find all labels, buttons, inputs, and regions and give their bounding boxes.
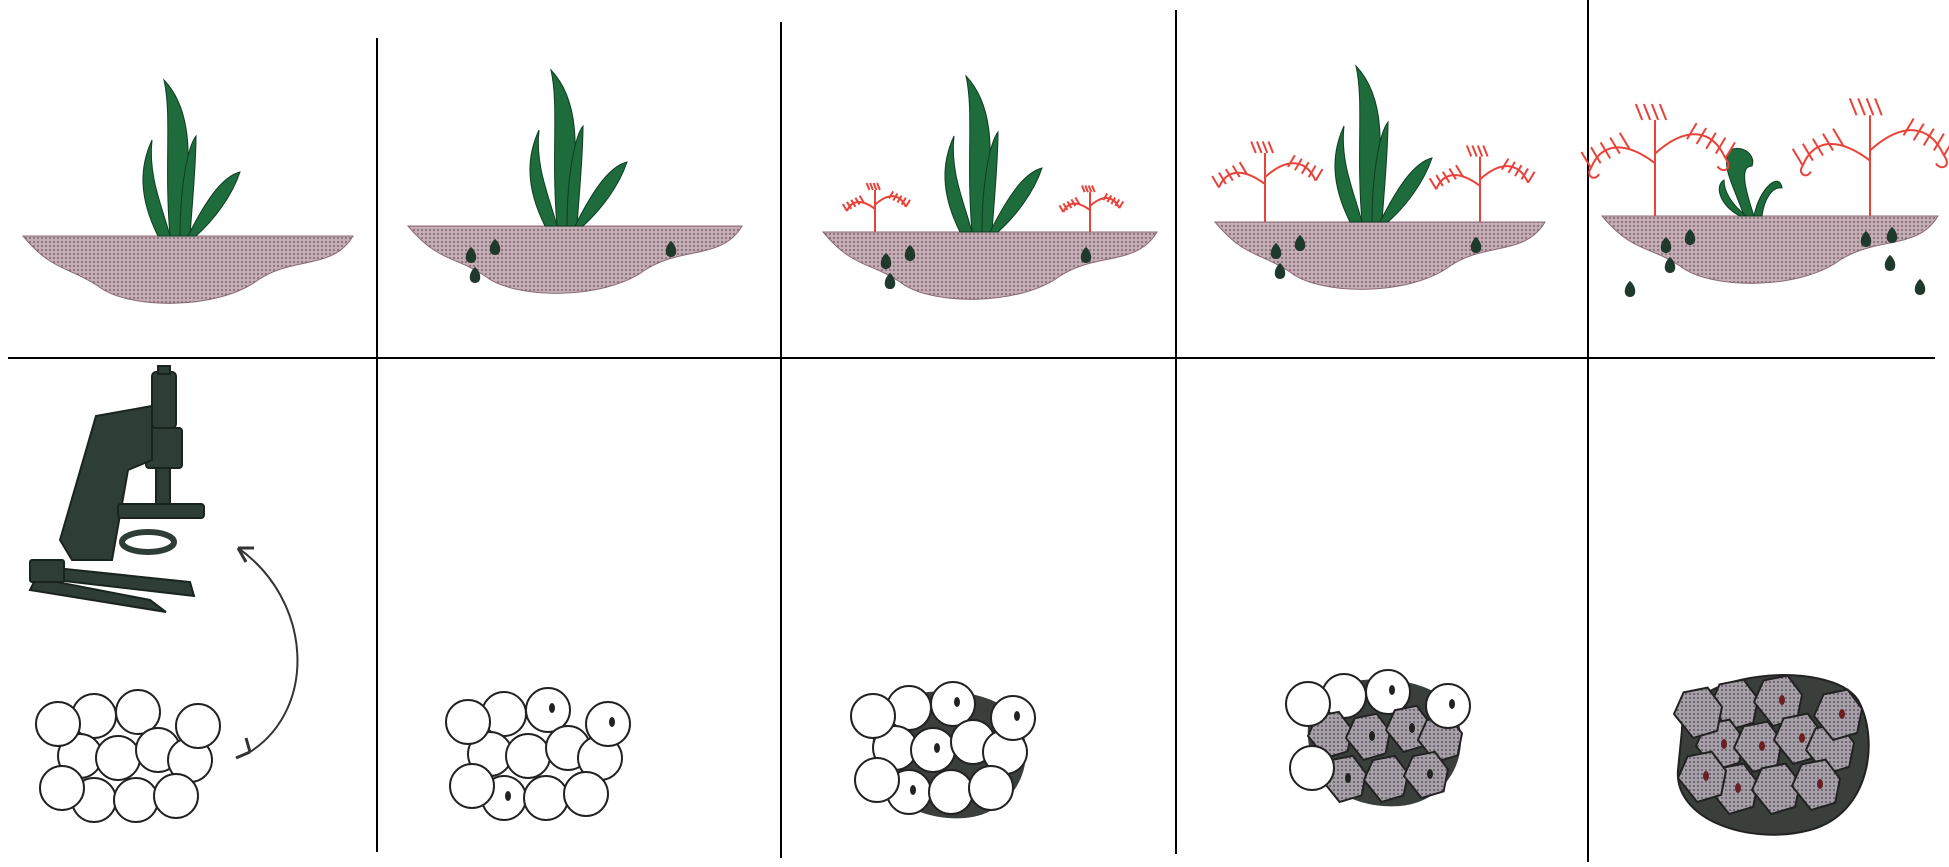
cell-cluster-stage-1 bbox=[36, 690, 220, 822]
landscape-stage-5 bbox=[1581, 98, 1949, 297]
cell-nucleus-mark bbox=[1817, 779, 1823, 789]
cell bbox=[524, 776, 568, 820]
cell bbox=[564, 772, 608, 816]
seed-icon bbox=[1885, 255, 1896, 271]
weed-icon bbox=[1212, 142, 1322, 223]
cell bbox=[1286, 682, 1330, 726]
cell bbox=[855, 758, 899, 802]
cell bbox=[586, 702, 630, 746]
cell-nucleus-mark bbox=[1799, 733, 1805, 743]
cell bbox=[446, 700, 490, 744]
bottom-row-cell-clusters bbox=[36, 670, 1869, 835]
weed-icon bbox=[1059, 185, 1123, 232]
landscape-stage-4 bbox=[1212, 66, 1545, 289]
double-arrow-icon bbox=[236, 548, 297, 758]
top-row-landscapes bbox=[23, 66, 1949, 303]
cell bbox=[36, 702, 80, 746]
weed-icon bbox=[1581, 104, 1735, 216]
cell-nucleus-mark bbox=[1839, 709, 1845, 719]
cell-nucleus-mark bbox=[1389, 685, 1395, 695]
cell bbox=[969, 766, 1013, 810]
landscape-stage-1 bbox=[23, 80, 353, 303]
cell-nucleus-mark bbox=[910, 785, 916, 795]
cell-nucleus-mark bbox=[1721, 739, 1727, 749]
cell bbox=[526, 688, 570, 732]
cell-cluster-stage-5 bbox=[1674, 675, 1869, 835]
cell-cluster-stage-3 bbox=[851, 682, 1035, 818]
seed-icon bbox=[1915, 279, 1926, 295]
cell bbox=[176, 704, 220, 748]
cell bbox=[1290, 746, 1334, 790]
cell-nucleus-mark bbox=[1759, 741, 1765, 751]
cell-nucleus-mark bbox=[549, 703, 555, 713]
cell bbox=[851, 694, 895, 738]
weed-icon bbox=[843, 183, 910, 232]
cell bbox=[506, 734, 550, 778]
grass-icon bbox=[1335, 66, 1432, 222]
soil-island bbox=[408, 226, 742, 293]
cell-cluster-stage-2 bbox=[446, 688, 630, 820]
cell bbox=[96, 736, 140, 780]
cell bbox=[991, 696, 1035, 740]
microscope-icon bbox=[30, 366, 204, 612]
cell bbox=[114, 778, 158, 822]
cell-nucleus-mark bbox=[1369, 731, 1375, 741]
cell bbox=[40, 766, 84, 810]
soil-island bbox=[23, 236, 353, 303]
soil-island bbox=[823, 232, 1157, 299]
cell bbox=[911, 728, 955, 772]
cell-nucleus-mark bbox=[1014, 711, 1020, 721]
cell bbox=[116, 690, 160, 734]
landscape-stage-3 bbox=[823, 76, 1157, 299]
cell-nucleus-mark bbox=[1345, 773, 1351, 783]
cell-nucleus-mark bbox=[1779, 695, 1785, 705]
cell bbox=[931, 682, 975, 726]
grass-icon bbox=[143, 80, 240, 236]
cell-nucleus-mark bbox=[609, 717, 615, 727]
cell-nucleus-mark bbox=[1703, 771, 1709, 781]
wilted-grass-icon bbox=[1719, 148, 1782, 216]
soil-island bbox=[1602, 216, 1938, 283]
cell-nucleus-mark bbox=[954, 697, 960, 707]
cell-nucleus-mark bbox=[934, 743, 940, 753]
cell-nucleus-mark bbox=[1409, 723, 1415, 733]
cell bbox=[1426, 684, 1470, 728]
cell-cluster-stage-4 bbox=[1286, 670, 1470, 806]
grass-icon bbox=[945, 76, 1042, 232]
cell bbox=[929, 770, 973, 814]
cell-nucleus-mark bbox=[505, 791, 511, 801]
weed-icon bbox=[1793, 98, 1949, 216]
cell bbox=[450, 764, 494, 808]
cell-nucleus-mark bbox=[1427, 769, 1433, 779]
landscape-stage-2 bbox=[408, 70, 742, 293]
cell bbox=[1366, 670, 1410, 714]
cell-nucleus-mark bbox=[1735, 783, 1741, 793]
cell-nucleus-mark bbox=[1449, 699, 1455, 709]
weed-icon bbox=[1430, 146, 1535, 222]
soil-island bbox=[1215, 222, 1545, 289]
seed-icon bbox=[1625, 281, 1636, 297]
cell bbox=[154, 774, 198, 818]
grass-icon bbox=[530, 70, 627, 226]
